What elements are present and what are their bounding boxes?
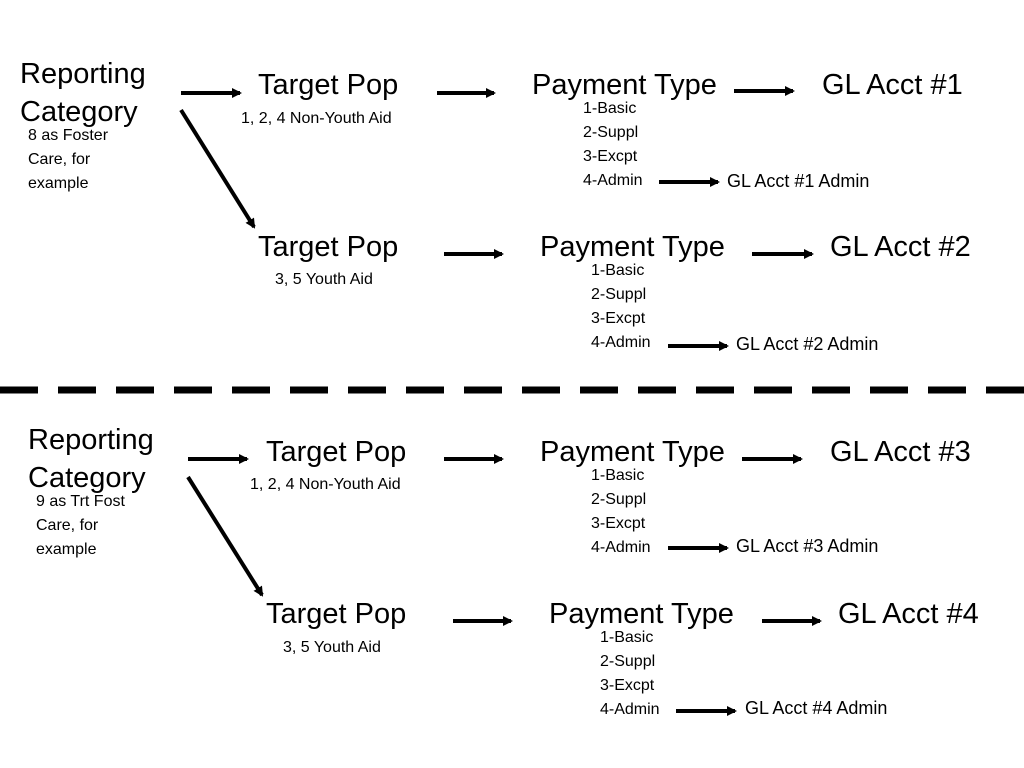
payment-item: 4-Admin — [591, 539, 651, 556]
payment-item: 2-Suppl — [591, 491, 647, 508]
gl-admin-label: GL Acct #1 Admin — [727, 171, 870, 191]
target-pop-label: Target Pop — [258, 69, 399, 101]
payment-item: 3-Excpt — [583, 148, 638, 165]
category-note: 9 as Trt Fost Care, for example — [36, 493, 125, 558]
target-pop-label: Target Pop — [266, 436, 407, 468]
arrow-category-to-target-4 — [186, 475, 264, 597]
category-note: 8 as Foster Care, for example — [28, 127, 109, 192]
payment-item: 4-Admin — [583, 172, 643, 189]
payment-type-label: Payment Type — [540, 436, 725, 468]
gl-admin-label: GL Acct #3 Admin — [736, 536, 879, 556]
target-pop-note: 3, 5 Youth Aid — [275, 271, 373, 288]
gl-account-label: GL Acct #4 — [838, 598, 979, 630]
payment-item: 3-Excpt — [591, 310, 646, 327]
payment-items-list: 1-Basic 2-Suppl 3-Excpt 4-Admin — [591, 259, 651, 355]
payment-item: 2-Suppl — [583, 124, 639, 141]
payment-item: 1-Basic — [600, 629, 654, 646]
gl-account-label: GL Acct #3 — [830, 436, 971, 468]
payment-item: 1-Basic — [583, 100, 637, 117]
payment-items-list: 1-Basic 2-Suppl 3-Excpt 4-Admin — [591, 464, 651, 560]
payment-type-label: Payment Type — [540, 231, 725, 263]
arrow-category-to-target-2 — [179, 108, 256, 229]
reporting-category-label: Reporting Category — [28, 424, 154, 494]
payment-item: 2-Suppl — [600, 653, 656, 670]
payment-items-list: 1-Basic 2-Suppl 3-Excpt 4-Admin — [600, 626, 660, 722]
gl-account-label: GL Acct #2 — [830, 231, 971, 263]
payment-type-label: Payment Type — [549, 598, 734, 630]
payment-item: 1-Basic — [591, 262, 645, 279]
target-pop-note: 1, 2, 4 Non-Youth Aid — [241, 110, 392, 127]
payment-item: 4-Admin — [591, 334, 651, 351]
payment-items-list: 1-Basic 2-Suppl 3-Excpt 4-Admin — [583, 97, 643, 193]
reporting-category-label: Reporting Category — [20, 58, 146, 128]
payment-item: 1-Basic — [591, 467, 645, 484]
target-pop-note: 3, 5 Youth Aid — [283, 639, 381, 656]
payment-item: 3-Excpt — [591, 515, 646, 532]
gl-admin-label: GL Acct #4 Admin — [745, 698, 888, 718]
gl-account-label: GL Acct #1 — [822, 69, 963, 101]
gl-admin-label: GL Acct #2 Admin — [736, 334, 879, 354]
target-pop-label: Target Pop — [258, 231, 399, 263]
target-pop-label: Target Pop — [266, 598, 407, 630]
payment-item: 2-Suppl — [591, 286, 647, 303]
payment-item: 3-Excpt — [600, 677, 655, 694]
target-pop-note: 1, 2, 4 Non-Youth Aid — [250, 476, 401, 493]
payment-type-label: Payment Type — [532, 69, 717, 101]
payment-item: 4-Admin — [600, 701, 660, 718]
